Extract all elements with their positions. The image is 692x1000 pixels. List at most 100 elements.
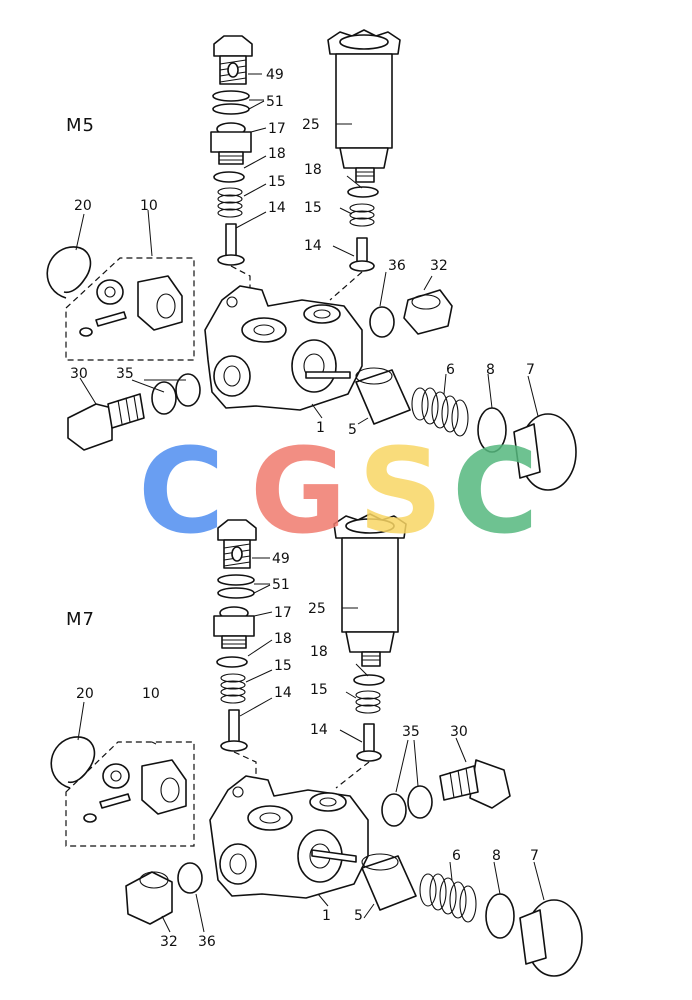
part-36-gasket: [369, 306, 395, 338]
part-15-spring: [217, 187, 243, 218]
label-part-1: 1: [322, 908, 331, 924]
label-part-14: 14: [310, 722, 328, 738]
label-part-49: 49: [272, 551, 290, 567]
part-32-plug: [403, 289, 453, 335]
leader-line: [75, 73, 539, 425]
label-part-17: 17: [274, 605, 292, 621]
part-51-washer: [212, 103, 250, 115]
part-5-piston-cup: [361, 853, 417, 911]
part-18-o-ring: [213, 171, 245, 183]
leader-line: [77, 557, 545, 933]
part-17-fitting: [210, 122, 252, 165]
section-title-m7: M7: [66, 609, 95, 630]
part-51-washer: [217, 587, 255, 599]
part-35-gasket: [381, 793, 407, 827]
label-part-35: 35: [116, 366, 134, 382]
assembly-guide-line: [230, 265, 363, 301]
label-part-15: 15: [268, 174, 286, 190]
label-part-8: 8: [486, 362, 495, 378]
part-15-spring: [355, 690, 381, 714]
watermark-letter: S: [358, 422, 443, 560]
part-35-gasket: [175, 373, 201, 407]
part-30-banjo-bolt: [439, 759, 511, 809]
label-part-5: 5: [354, 908, 363, 924]
part-51-washer: [212, 90, 250, 102]
part-14-valve: [217, 223, 245, 266]
part-14-valve: [349, 237, 375, 272]
label-part-18: 18: [268, 146, 286, 162]
watermark-letter: C: [452, 422, 539, 560]
part-8-gasket: [485, 893, 515, 939]
label-part-14: 14: [268, 200, 286, 216]
part-18-o-ring: [347, 186, 379, 198]
part-51-washer: [217, 574, 255, 586]
part-18-o-ring: [353, 674, 385, 686]
part-7-cap-nut: [513, 413, 577, 491]
part-49-banjo-bolt: [213, 35, 253, 85]
label-part-10: 10: [140, 198, 158, 214]
label-part-6: 6: [452, 848, 461, 864]
part-30-banjo-bolt: [67, 393, 145, 451]
label-part-35: 35: [402, 724, 420, 740]
label-part-17: 17: [268, 121, 286, 137]
part-20-snap-ring: [46, 246, 92, 299]
label-part-32: 32: [430, 258, 448, 274]
watermark-letter: C: [138, 422, 225, 560]
section-m5: M5: [46, 29, 577, 491]
part-18-o-ring: [216, 656, 248, 668]
part-25-hand-primer: [333, 513, 407, 667]
section-title-m5: M5: [66, 115, 95, 136]
label-part-30: 30: [70, 366, 88, 382]
label-part-6: 6: [446, 362, 455, 378]
label-part-25: 25: [302, 117, 320, 133]
label-part-25: 25: [308, 601, 326, 617]
part-20-snap-ring: [50, 736, 96, 789]
part-32-plug: [125, 871, 173, 925]
part-17-fitting: [213, 606, 255, 649]
part-14-valve: [356, 723, 382, 762]
part-25-hand-primer: [327, 29, 401, 183]
part-6-spring: [419, 873, 477, 923]
label-part-1: 1: [316, 420, 325, 436]
label-part-7: 7: [530, 848, 539, 864]
label-part-14: 14: [304, 238, 322, 254]
label-part-51: 51: [266, 94, 284, 110]
part-10-repair-kit: [65, 257, 195, 361]
label-part-15: 15: [304, 200, 322, 216]
label-part-7: 7: [526, 362, 535, 378]
part-15-spring: [220, 673, 246, 704]
label-part-18: 18: [274, 631, 292, 647]
part-10-repair-kit: [65, 741, 195, 847]
part-7-cap-nut: [519, 899, 583, 977]
part-14-valve: [220, 709, 248, 752]
part-35-gasket: [407, 785, 433, 819]
part-49-banjo-bolt: [217, 519, 257, 569]
label-part-18: 18: [304, 162, 322, 178]
label-part-30: 30: [450, 724, 468, 740]
label-part-32: 32: [160, 934, 178, 950]
part-1-pump-body: [204, 285, 363, 411]
section-m7: M7: [50, 513, 583, 977]
label-part-36: 36: [388, 258, 406, 274]
label-part-49: 49: [266, 67, 284, 83]
label-part-20: 20: [74, 198, 92, 214]
label-part-10: 10: [142, 686, 160, 702]
label-part-36: 36: [198, 934, 216, 950]
label-part-15: 15: [274, 658, 292, 674]
label-part-20: 20: [76, 686, 94, 702]
label-part-14: 14: [274, 685, 292, 701]
label-part-5: 5: [348, 422, 357, 438]
part-36-gasket: [177, 862, 203, 894]
part-6-spring: [411, 387, 469, 437]
label-part-18: 18: [310, 644, 328, 660]
part-5-piston-cup: [355, 367, 411, 425]
watermark-letter: G: [250, 422, 347, 560]
watermark-logo: C G S C: [138, 422, 539, 560]
label-part-51: 51: [272, 577, 290, 593]
part-1-pump-body: [209, 775, 369, 899]
part-15-spring: [349, 203, 375, 227]
label-part-15: 15: [310, 682, 328, 698]
part-35-gasket: [151, 381, 177, 415]
label-part-8: 8: [492, 848, 501, 864]
